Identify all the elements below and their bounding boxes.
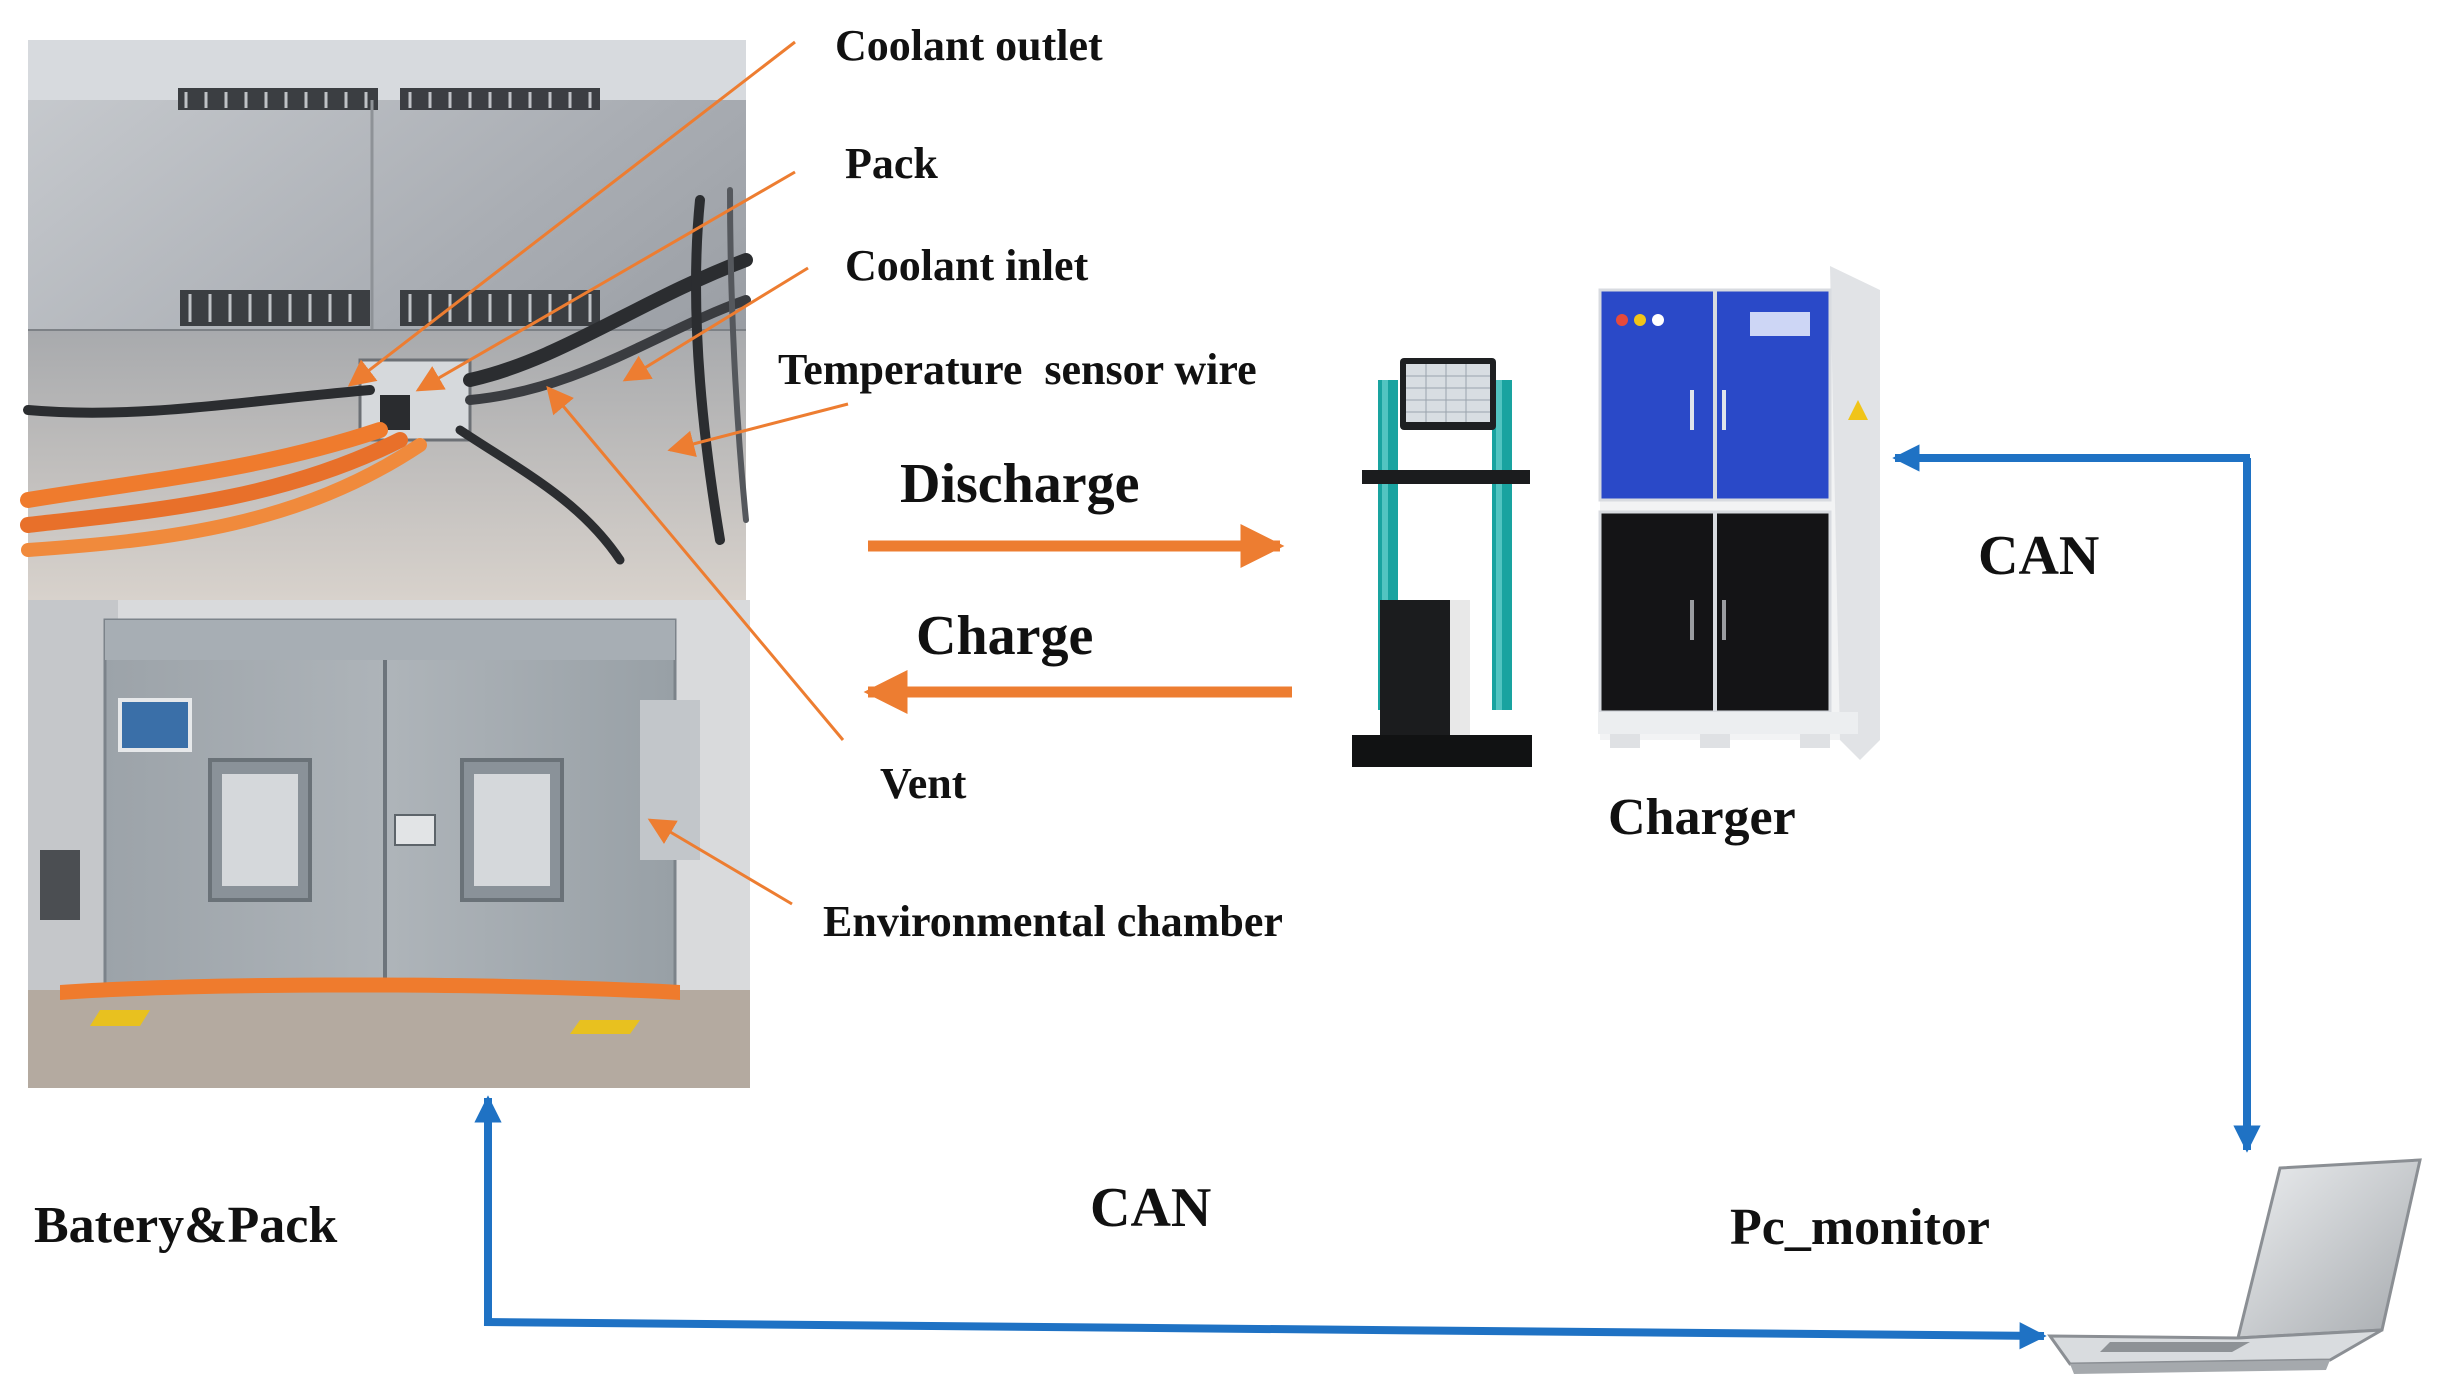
battery-pack-photo [20, 40, 753, 600]
environmental-chamber-photo [28, 600, 750, 1088]
label-charge: Charge [916, 605, 1094, 667]
label-pack: Pack [845, 139, 938, 188]
callout-environmental-chamber [647, 818, 793, 906]
label-coolant-inlet: Coolant inlet [845, 241, 1089, 290]
label-vent: Vent [880, 759, 967, 808]
label-charger: Charger [1608, 789, 1796, 846]
label-battery-pack: Batery&Pack [34, 1197, 338, 1254]
battery-tester-stand-icon [1352, 358, 1532, 767]
callout-coolant-inlet [622, 266, 809, 382]
callout-pack [415, 170, 796, 392]
label-can-charger: CAN [1978, 525, 2100, 587]
callout-vent [546, 385, 845, 741]
label-environmental-chamber: Environmental chamber [823, 897, 1283, 946]
can-link-laptop-arrow [483, 1318, 2047, 1350]
label-coolant-outlet: Coolant outlet [835, 21, 1103, 70]
label-pc-monitor: Pc_monitor [1730, 1199, 1990, 1256]
label-temperature-sensor-wire: Temperature sensor wire [778, 345, 1257, 394]
label-discharge: Discharge [900, 453, 1140, 515]
charger-cabinet-icon [1598, 266, 1880, 760]
label-can-pack: CAN [1090, 1177, 1212, 1239]
laptop-icon [2047, 1158, 2422, 1374]
callout-temperature-sensor-wire [667, 402, 849, 457]
callout-coolant-outlet [347, 40, 796, 387]
